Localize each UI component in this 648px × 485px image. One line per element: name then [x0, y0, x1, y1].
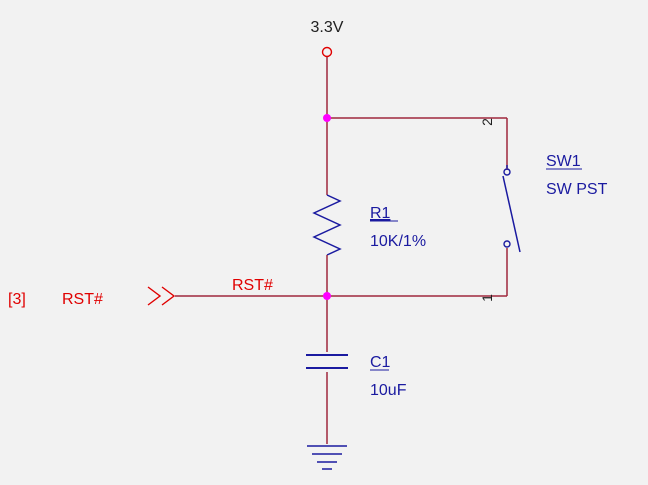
switch-contact-top [503, 168, 511, 176]
port-name-label: RST# [62, 291, 103, 308]
sw1-value-label: SW PST [546, 181, 608, 198]
net-label-rst: RST# [232, 277, 273, 294]
power-symbol-3v3: 3.3V [311, 19, 344, 58]
switch-contact-bottom [503, 240, 511, 248]
switch-pin1-label: 1 [479, 294, 495, 302]
switch-sw1: 2 1 SW1 SW PST [479, 118, 608, 302]
resistor-zigzag [312, 194, 342, 256]
port-arrow-inner [161, 286, 176, 306]
ground-symbol [307, 445, 347, 470]
port-arrow-outer [147, 286, 162, 306]
offpage-port-rst: [3] RST# [8, 286, 176, 308]
sw1-ref-label: SW1 [546, 153, 581, 170]
port-page-ref: [3] [8, 291, 26, 308]
switch-blade [502, 175, 521, 253]
c1-ref-label: C1 [370, 354, 391, 371]
r1-value-label: 10K/1% [370, 233, 426, 250]
power-terminal-circle [321, 46, 333, 58]
junctions [323, 114, 331, 300]
junction-top-node [323, 114, 331, 122]
junction-rst-node [323, 292, 331, 300]
resistor-r1: R1 10K/1% [312, 165, 426, 260]
power-label: 3.3V [311, 19, 344, 36]
r1-ref-label: R1 [370, 205, 391, 222]
c1-value-label: 10uF [370, 382, 407, 399]
wires [175, 57, 508, 444]
capacitor-c1: C1 10uF [306, 354, 407, 399]
switch-pin2-label: 2 [479, 118, 495, 126]
